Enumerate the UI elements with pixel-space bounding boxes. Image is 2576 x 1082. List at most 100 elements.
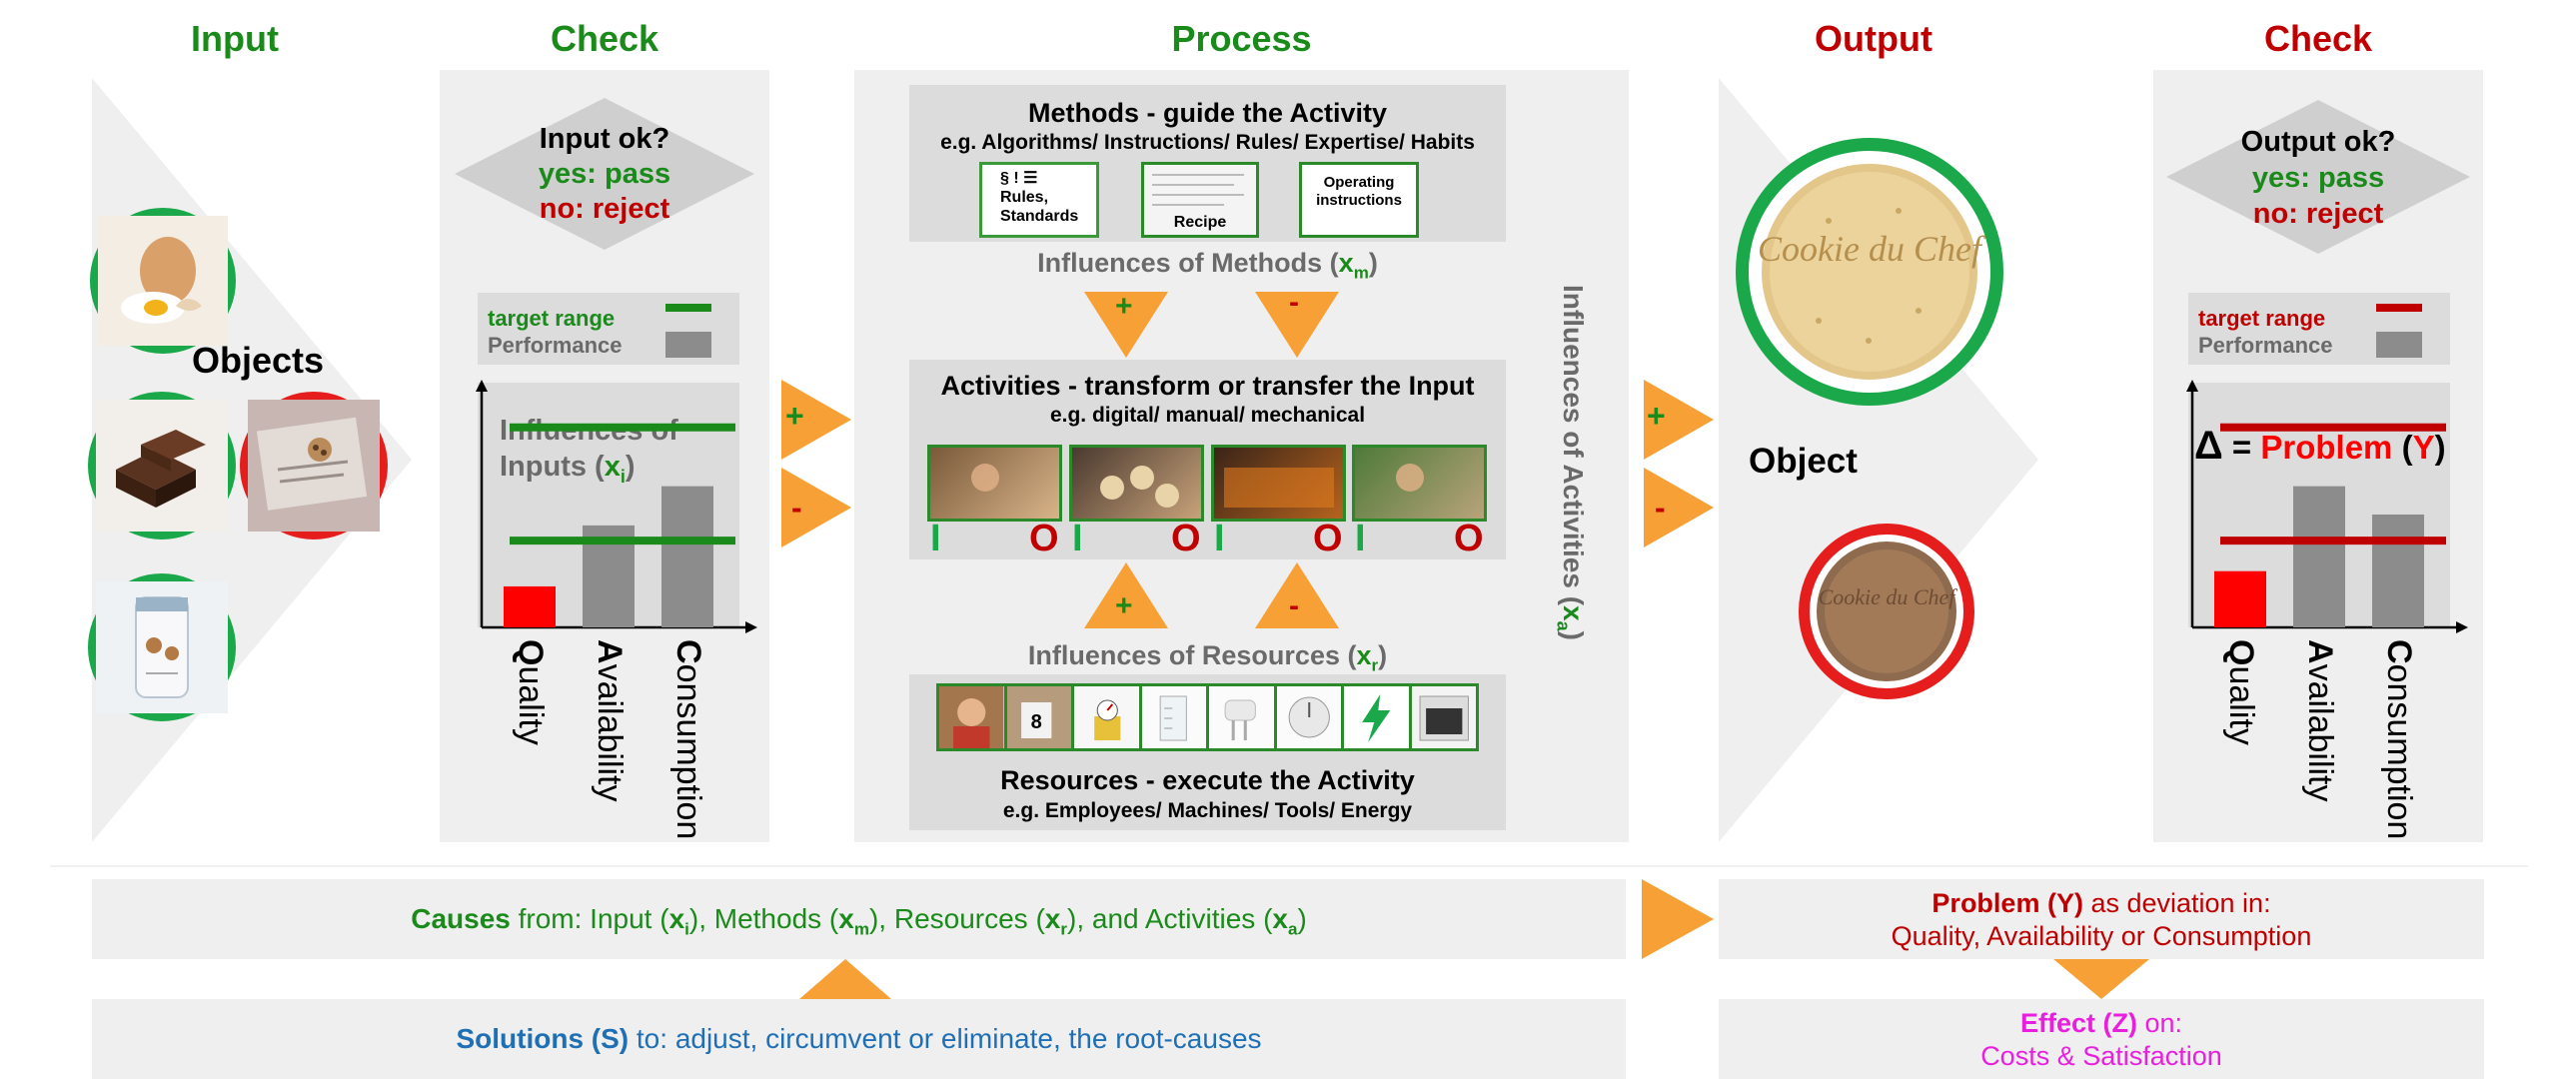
input-chart-label-availability: Availability	[590, 639, 629, 802]
activity-input-marker: I	[1214, 518, 1225, 559]
causes-close: )	[1297, 903, 1307, 934]
causes-from: from: Input (	[510, 903, 669, 934]
problem-body: as deviation in:	[2082, 888, 2271, 918]
influences-methods-close: )	[1368, 248, 1378, 278]
activity-photo-icon	[1396, 464, 1424, 492]
delta-problem: Problem	[2260, 429, 2393, 466]
chart-input	[476, 380, 757, 633]
input-ok-question: Input ok?	[539, 123, 670, 155]
output-chart-bar-consumption	[2372, 515, 2424, 627]
output-chart-y-arrowhead	[2186, 380, 2198, 392]
arrow-methods-minus-sign: -	[1289, 286, 1299, 319]
object-label: Object	[1749, 442, 1858, 481]
activity-photo-icon	[971, 464, 999, 492]
problem-text: Problem (Y) as deviation in: Quality, Av…	[1719, 887, 2484, 953]
output-chart-label-rest: onsumption	[2380, 663, 2418, 840]
header-check-input: Check	[550, 18, 659, 59]
influences-inputs-prefix: Inputs (	[500, 451, 605, 483]
arrow-output-plus	[1644, 380, 1714, 460]
activity-frame	[927, 445, 1062, 522]
solutions-box	[92, 999, 1626, 1079]
problem-line1: Problem (Y) as deviation in:	[1719, 887, 2484, 920]
measuring-cup-icon	[1141, 686, 1209, 748]
arrow-input-minus-sign: -	[791, 490, 802, 526]
decision-diamond-output	[2166, 100, 2470, 254]
effect-label: Effect (Z)	[2019, 1008, 2137, 1038]
legend-input-perf-swatch	[665, 332, 711, 358]
bad-cookie: Cookie du Chef	[1799, 524, 1974, 699]
arrow-up-solutions	[799, 959, 891, 999]
influences-activities-label: Influences of Activities (xa)	[1552, 285, 1589, 640]
arrow-input-minus	[781, 468, 851, 547]
chocolate-object	[88, 392, 236, 540]
recipe-doc: Recipe	[1141, 162, 1259, 238]
arrow-input-plus	[781, 380, 851, 460]
problem-label: Problem (Y)	[1932, 888, 2083, 918]
energy-icon	[1344, 686, 1412, 748]
output-chart-bar-quality	[2214, 570, 2266, 627]
output-chart-bar-availability	[2293, 486, 2345, 627]
input-chart-bar-consumption	[661, 486, 713, 627]
arrow-methods-minus	[1255, 292, 1339, 358]
rules-doc-line2: Rules,	[1000, 189, 1049, 206]
activities-subtitle: e.g. digital/ manual/ mechanical	[1049, 404, 1366, 427]
output-chart-label-rest: vailability	[2301, 663, 2339, 802]
operating-doc-line2: instructions	[1316, 192, 1402, 209]
good-cookie-icon: Cookie du Chef	[1758, 164, 1986, 380]
influences-inputs-close: )	[625, 451, 636, 483]
input-chart-label-initial: Q	[512, 639, 550, 666]
arrow-causes-to-problem	[1642, 879, 1714, 959]
influences-methods-label: Influences of Methods (xm)	[909, 248, 1506, 283]
causes-methods: ), Methods (	[688, 903, 839, 934]
problem-box	[1719, 879, 2484, 959]
input-chart-label-initial: C	[669, 639, 707, 664]
activity-output-marker: O	[1454, 518, 1484, 559]
bad-cookie-icon: Cookie du Chef	[1817, 541, 1957, 681]
activity-input-marker: I	[930, 518, 941, 559]
output-chart-label-rest: uality	[2222, 665, 2260, 745]
scale-icon	[1074, 686, 1142, 748]
input-chart-bar-quality	[504, 585, 556, 627]
delta-problem-label: Δ = Problem (Y)	[2194, 424, 2446, 469]
output-ok-yes: yes: pass	[2251, 162, 2385, 194]
rejected-object	[240, 392, 388, 540]
input-chart-x-arrowhead	[745, 621, 757, 633]
influences-resources-close: )	[1378, 640, 1388, 670]
delta-y-open: (	[2392, 429, 2413, 466]
objects-label: Objects	[192, 340, 325, 381]
activity-input-marker: I	[1072, 518, 1083, 559]
output-chart-label-initial: C	[2380, 639, 2418, 664]
arrow-output-minus-sign: -	[1655, 490, 1666, 526]
activity-frame	[1069, 445, 1204, 522]
svg-text:8: 8	[1030, 711, 1041, 733]
influences-inputs-var: x	[604, 451, 621, 483]
causes-xr-sub: r	[1060, 919, 1067, 939]
input-chart-label-rest: onsumption	[669, 663, 707, 840]
activity-photo-icon	[1100, 466, 1179, 508]
input-chart-label-initial: A	[591, 639, 629, 664]
header-input: Input	[191, 18, 279, 59]
influences-activities-close: )	[1558, 630, 1589, 640]
activity-output-marker: O	[1029, 518, 1059, 559]
arrow-methods-plus	[1084, 292, 1168, 358]
chart-output	[2186, 380, 2468, 633]
output-ok-no: no: reject	[2252, 198, 2384, 230]
recipe-paper-icon	[248, 400, 380, 532]
egg-icon	[98, 216, 228, 346]
output-chart-x-arrowhead	[2456, 621, 2468, 633]
causes-xr: x	[1044, 903, 1061, 934]
output-chart-label-initial: A	[2301, 639, 2339, 664]
input-ok-no: no: reject	[539, 193, 670, 225]
output-chart-label-quality: Quality	[2221, 639, 2260, 745]
milk-object	[88, 573, 236, 721]
influences-methods-var: x	[1338, 248, 1354, 278]
legend-output-target-swatch	[2376, 304, 2422, 312]
rules-doc: § ! ☰ Rules, Standards	[979, 162, 1099, 238]
input-ok-yes: yes: pass	[538, 158, 671, 190]
output-chart-label-consumption: Consumption	[2379, 639, 2418, 839]
causes-xi: x	[668, 903, 685, 934]
milk-bottle-icon	[96, 581, 228, 713]
activity-output-marker: O	[1313, 518, 1343, 559]
solutions-label: Solutions (S)	[456, 1023, 630, 1054]
arrow-resources-minus	[1255, 562, 1339, 628]
